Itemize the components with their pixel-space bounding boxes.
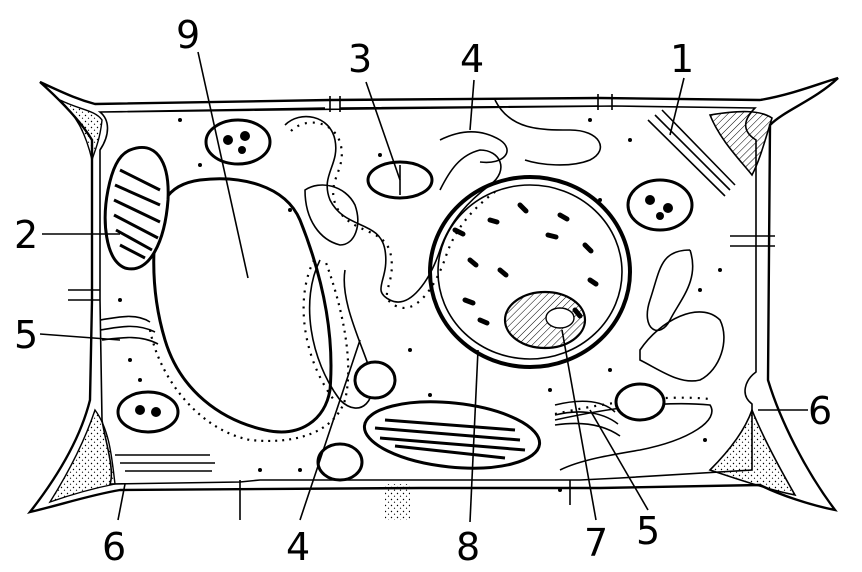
microfilaments-bottom-left bbox=[115, 454, 215, 472]
leader-lines bbox=[39, 51, 808, 523]
label-5-left: 5 bbox=[14, 313, 38, 357]
microfilaments-top-right bbox=[647, 109, 736, 197]
label-7: 7 bbox=[584, 521, 608, 565]
label-5-bottom: 5 bbox=[636, 509, 660, 553]
mitochondrion-bottom-center bbox=[316, 360, 397, 482]
label-1: 1 bbox=[670, 37, 694, 81]
label-2: 2 bbox=[14, 213, 38, 257]
label-4-top: 4 bbox=[460, 37, 484, 81]
chloroplast-left bbox=[103, 146, 170, 271]
rough-er bbox=[284, 115, 713, 471]
plasmodesmata bbox=[68, 94, 775, 520]
label-8: 8 bbox=[456, 525, 480, 569]
label-3: 3 bbox=[348, 37, 372, 81]
label-6-right: 6 bbox=[808, 389, 832, 433]
mitochondrion-top-left bbox=[204, 118, 272, 166]
golgi-bottom bbox=[554, 400, 621, 437]
mitochondrion-right bbox=[626, 178, 694, 232]
nucleolus bbox=[503, 290, 587, 350]
label-6-bottom: 6 bbox=[102, 525, 126, 569]
intercellular-space-left bbox=[48, 99, 116, 504]
label-9: 9 bbox=[176, 13, 200, 57]
callout-labels: 9 3 4 1 2 5 6 6 4 8 7 5 bbox=[14, 13, 832, 569]
chloroplast-bottom bbox=[362, 400, 542, 470]
intercellular-space-right bbox=[385, 110, 797, 520]
smooth-er bbox=[304, 99, 725, 382]
mitochondrion-bottom-right bbox=[614, 382, 666, 422]
mitochondrion-bottom-left bbox=[116, 390, 180, 434]
ribosomes bbox=[118, 118, 722, 492]
label-4-bottom: 4 bbox=[286, 525, 310, 569]
